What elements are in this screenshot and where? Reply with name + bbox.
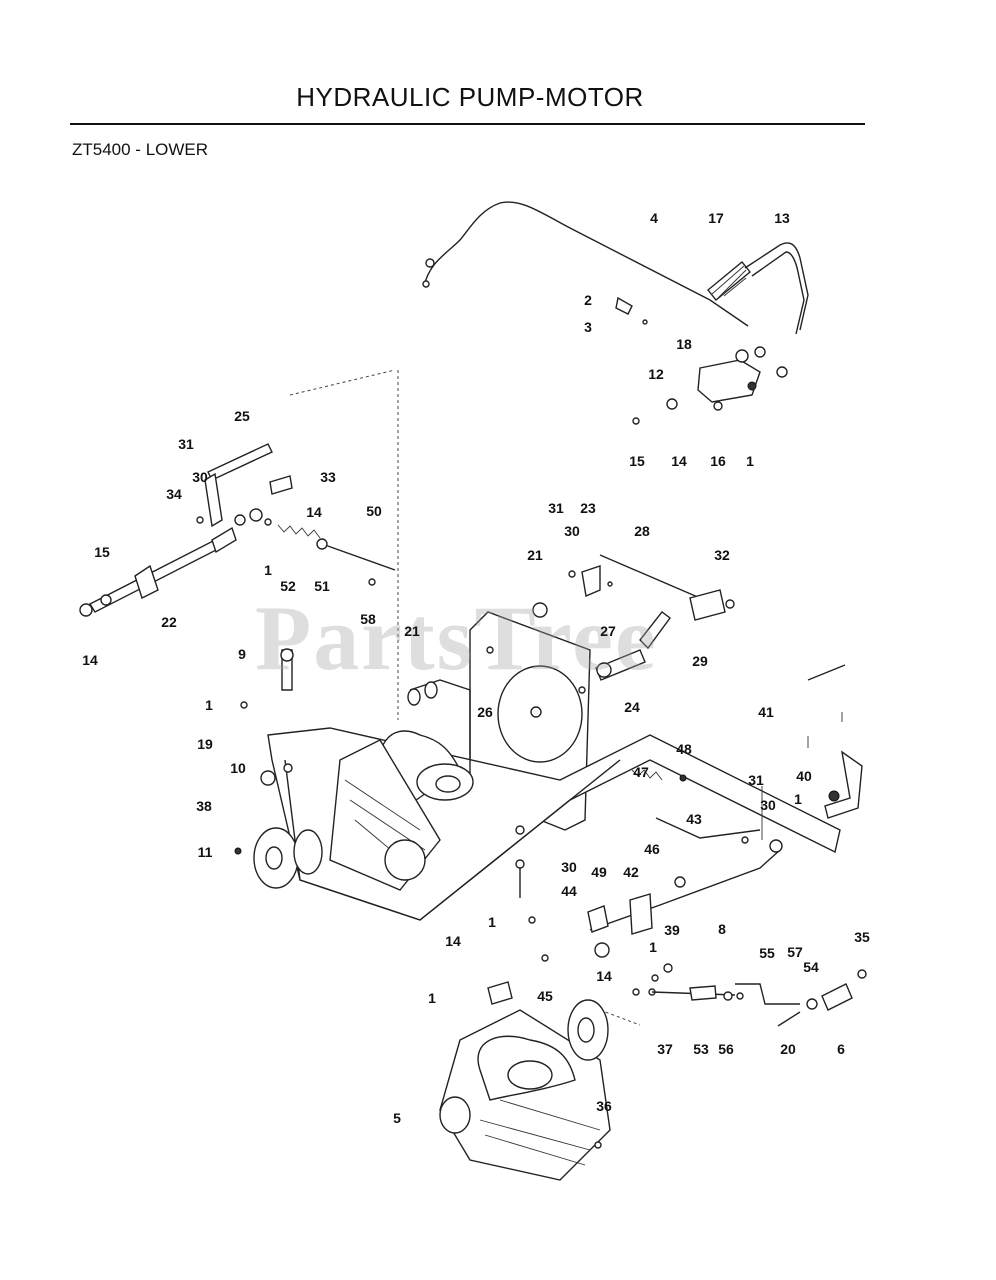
part-callout: 12 [648,366,664,382]
part-callout: 14 [82,652,98,668]
part-callout: 21 [404,623,420,639]
part-callout: 54 [803,959,819,975]
part-callout: 1 [205,697,213,713]
part-callout: 47 [633,764,649,780]
part-callout: 50 [366,503,382,519]
part-callout: 1 [488,914,496,930]
part-callout: 20 [780,1041,796,1057]
part-callout: 1 [428,990,436,1006]
part-callout: 11 [197,844,213,860]
part-callout: 38 [196,798,212,814]
part-callout: 16 [710,453,726,469]
cable-icon [422,201,749,327]
part-callout: 31 [548,500,564,516]
page-title: HYDRAULIC PUMP-MOTOR [296,82,644,112]
part-callout: 14 [671,453,687,469]
part-callout: 21 [527,547,543,563]
part-callout: 1 [264,562,272,578]
part-callout: 8 [718,921,726,937]
part-callout: 9 [238,646,246,662]
part-callout: 5 [393,1110,401,1126]
part-callout: 45 [537,988,553,1004]
part-callout: 57 [787,944,803,960]
part-callout: 26 [477,704,493,720]
part-callout: 39 [664,922,680,938]
part-callout: 44 [561,883,577,899]
part-callout: 27 [600,623,616,639]
part-callout: 25 [234,408,250,424]
linkage-center [532,554,735,681]
title-rule [70,123,865,125]
part-callout: 42 [623,864,639,880]
part-callout: 14 [445,933,461,949]
part-callout: 1 [649,939,657,955]
part-callout: 10 [230,760,246,776]
part-callout: 55 [759,945,775,961]
part-callout: 48 [676,741,692,757]
part-callout: 31 [178,436,194,452]
part-callout: 36 [596,1098,612,1114]
model-subtitle: ZT5400 - LOWER [72,140,209,159]
linkage-right [515,664,863,962]
part-callout: 14 [306,504,322,520]
part-callout: 14 [596,968,612,984]
part-callout: 30 [564,523,580,539]
part-callout: 15 [629,453,645,469]
part-callout: 17 [708,210,724,226]
part-callout: 31 [748,772,764,788]
linkage-left [79,443,396,617]
part-callout: 3 [584,319,592,335]
part-callout: 1 [794,791,802,807]
part-callout: 34 [166,486,182,502]
rod-linkage [599,963,867,1027]
part-callout: 30 [760,797,776,813]
part-callout: 53 [693,1041,709,1057]
spring-icon [277,524,663,781]
part-callout: 52 [280,578,296,594]
part-callout: 23 [580,500,596,516]
part-callout: 29 [692,653,708,669]
part-callout: 22 [161,614,177,630]
part-callout: 32 [714,547,730,563]
part-callout: 30 [192,469,208,485]
part-callout: 35 [854,929,870,945]
part-callout: 40 [796,768,812,784]
part-callout: 19 [197,736,213,752]
fan-icon [329,730,474,891]
part-callout: 37 [657,1041,673,1057]
part-callout: 30 [561,859,577,875]
part-callout: 2 [584,292,592,308]
part-callout: 51 [314,578,330,594]
part-callout: 33 [320,469,336,485]
part-callout: 43 [686,811,702,827]
handle-grip-icon [707,242,809,335]
part-callout: 4 [650,210,658,226]
part-callout: 28 [634,523,650,539]
part-callout: 6 [837,1041,845,1057]
part-callout: 41 [758,704,774,720]
part-callout: 18 [676,336,692,352]
part-callout: 58 [360,611,376,627]
part-callout: 49 [591,864,607,880]
part-callout: 46 [644,841,660,857]
part-callout: 24 [624,699,640,715]
part-callout: 15 [94,544,110,560]
part-callout: 56 [718,1041,734,1057]
part-callout: 1 [746,453,754,469]
wheel-hub-icon [234,648,323,889]
bracket-icon [615,296,788,425]
part-callout: 13 [774,210,790,226]
transmission-icon [439,981,611,1181]
